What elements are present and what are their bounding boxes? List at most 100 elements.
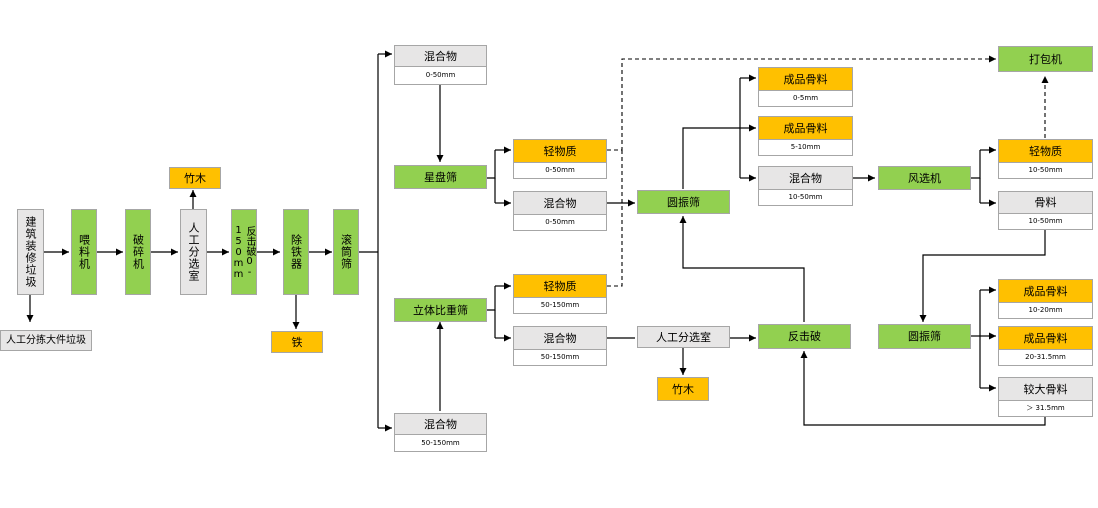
product-aggregate-4-label: 成品骨料 [1023, 331, 1068, 345]
line-circ1-up [682, 127, 740, 189]
construction-waste-label: 建筑装修垃圾 [24, 216, 37, 288]
mixture-mid1-size: 0-50mm [513, 214, 607, 231]
mixture-mid2-node: 混合物 [513, 326, 607, 350]
light-material-1-size-text: 0-50mm [545, 166, 575, 174]
product-aggregate-4-size: 20-31.5mm [998, 349, 1093, 366]
mixture-mid1-label: 混合物 [543, 196, 577, 210]
iron-remover-node: 除铁器 [283, 209, 309, 295]
aggregate-size: 10-50mm [998, 213, 1093, 230]
light-material-2-node: 轻物质 [513, 274, 607, 298]
product-aggregate-2-label: 成品骨料 [783, 121, 828, 135]
product-aggregate-3-size-text: 10-20mm [1028, 306, 1063, 314]
vertical-gravity-screen-label: 立体比重筛 [413, 303, 468, 317]
mixture-bottom-node: 混合物 [394, 413, 487, 435]
circular-screen-1-node: 圆振筛 [637, 190, 730, 214]
manual-sort-room-1-label: 人工分选室 [187, 222, 200, 282]
light-material-2-size-text: 50-150mm [540, 301, 580, 309]
product-aggregate-1-size: 0-5mm [758, 90, 853, 107]
impact-crusher-2-node: 反击破 [758, 324, 851, 349]
product-aggregate-1-label: 成品骨料 [783, 72, 828, 86]
impact-crusher-1-node: 反击破0-150mm [231, 209, 257, 295]
mixture-right-label: 混合物 [789, 171, 822, 185]
bamboo-wood-2-label: 竹木 [672, 382, 694, 396]
light-material-3-size: 10-50mm [998, 162, 1093, 179]
aggregate-node: 骨料 [998, 191, 1093, 214]
line-star-out [487, 150, 496, 179]
mixture-right-size: 10-50mm [758, 189, 853, 206]
larger-aggregate-size: ＞ 31.5mm [998, 400, 1093, 417]
iron-label: 铁 [291, 335, 303, 349]
mixture-top-label: 混合物 [424, 49, 457, 63]
manual-sort-room-2-label: 人工分选室 [656, 330, 711, 344]
product-aggregate-4-size-text: 20-31.5mm [1025, 353, 1066, 361]
mixture-mid2-size: 50-150mm [513, 349, 607, 366]
light-material-1-node: 轻物质 [513, 139, 607, 163]
light-material-3-size-text: 10-50mm [1028, 166, 1063, 174]
construction-waste-node: 建筑装修垃圾 [17, 209, 44, 295]
aggregate-size-text: 10-50mm [1028, 217, 1063, 225]
line-winnower-out [971, 150, 981, 179]
aggregate-label: 骨料 [1034, 196, 1057, 209]
mixture-right-size-text: 10-50mm [788, 193, 823, 201]
impact-crusher-2-label: 反击破 [788, 330, 821, 343]
product-aggregate-2-size: 5-10mm [758, 139, 853, 156]
iron-node: 铁 [271, 331, 323, 353]
vertical-gravity-screen-node: 立体比重筛 [394, 298, 487, 322]
product-aggregate-2-node: 成品骨料 [758, 116, 853, 140]
arrow-aggregate-to-circ2 [919, 229, 1046, 322]
circular-screen-2-label: 圆振筛 [908, 330, 941, 343]
star-screen-node: 星盘筛 [394, 165, 487, 189]
feeder-label: 喂料机 [77, 234, 91, 270]
product-aggregate-3-size: 10-20mm [998, 302, 1093, 319]
feeder-node: 喂料机 [71, 209, 97, 295]
manual-pick-large-node: 人工分拣大件垃圾 [0, 330, 92, 351]
mixture-mid1-size-text: 0-50mm [545, 218, 575, 226]
bamboo-wood-2-node: 竹木 [657, 377, 709, 401]
light-material-3-node: 轻物质 [998, 139, 1093, 163]
circular-screen-2-node: 圆振筛 [878, 324, 971, 349]
mixture-top-size-text: 0-50mm [425, 71, 456, 79]
light-material-2-label: 轻物质 [543, 279, 577, 293]
product-aggregate-2-size-text: 5-10mm [790, 143, 821, 151]
dashed-light-to-baler [607, 55, 996, 151]
mixture-right-node: 混合物 [758, 166, 853, 190]
bamboo-wood-1-label: 竹木 [184, 171, 206, 185]
light-material-1-label: 轻物质 [543, 144, 577, 158]
mixture-mid1-node: 混合物 [513, 191, 607, 215]
manual-sort-room-1-node: 人工分选室 [180, 209, 207, 295]
larger-aggregate-node: 较大骨料 [998, 377, 1093, 401]
product-aggregate-1-size-text: 0-5mm [792, 94, 819, 102]
mixture-bottom-label: 混合物 [424, 417, 457, 431]
winnower-node: 风选机 [878, 166, 971, 190]
product-aggregate-1-node: 成品骨料 [758, 67, 853, 91]
baler-node: 打包机 [998, 46, 1093, 72]
larger-aggregate-label: 较大骨料 [1023, 382, 1068, 396]
mixture-bottom-size-text: 50-150mm [421, 438, 460, 447]
winnower-label: 风选机 [908, 171, 941, 185]
light-material-1-size: 0-50mm [513, 162, 607, 179]
light-material-3-label: 轻物质 [1029, 144, 1062, 158]
baler-label: 打包机 [1029, 52, 1062, 66]
trommel-label: 滚筒筛 [339, 234, 353, 270]
impact-crusher-1-label: 反击破0-150mm [233, 224, 255, 280]
light-material-2-size: 50-150mm [513, 297, 607, 314]
mixture-mid2-label: 混合物 [543, 331, 577, 345]
line-vertical-out [487, 286, 496, 311]
product-aggregate-3-label: 成品骨料 [1023, 284, 1068, 298]
manual-sort-room-2-node: 人工分选室 [637, 326, 730, 348]
manual-pick-large-label: 人工分拣大件垃圾 [6, 335, 86, 346]
circular-screen-1-label: 圆振筛 [667, 195, 700, 209]
larger-aggregate-size-text: ＞ 31.5mm [1026, 404, 1065, 412]
mixture-top-node: 混合物 [394, 45, 487, 67]
crusher-label: 破碎机 [131, 234, 145, 270]
iron-remover-label: 除铁器 [289, 234, 303, 270]
arrow-impact2-to-circ1 [679, 216, 805, 322]
bamboo-wood-1-node: 竹木 [169, 167, 221, 189]
dashed-light2-to-baler [607, 150, 623, 287]
arrow-larger-to-impact2 [800, 351, 1046, 426]
mixture-mid2-size-text: 50-150mm [540, 353, 580, 361]
mixture-bottom-size: 50-150mm [394, 434, 487, 452]
trommel-node: 滚筒筛 [333, 209, 359, 295]
star-screen-label: 星盘筛 [424, 170, 457, 184]
